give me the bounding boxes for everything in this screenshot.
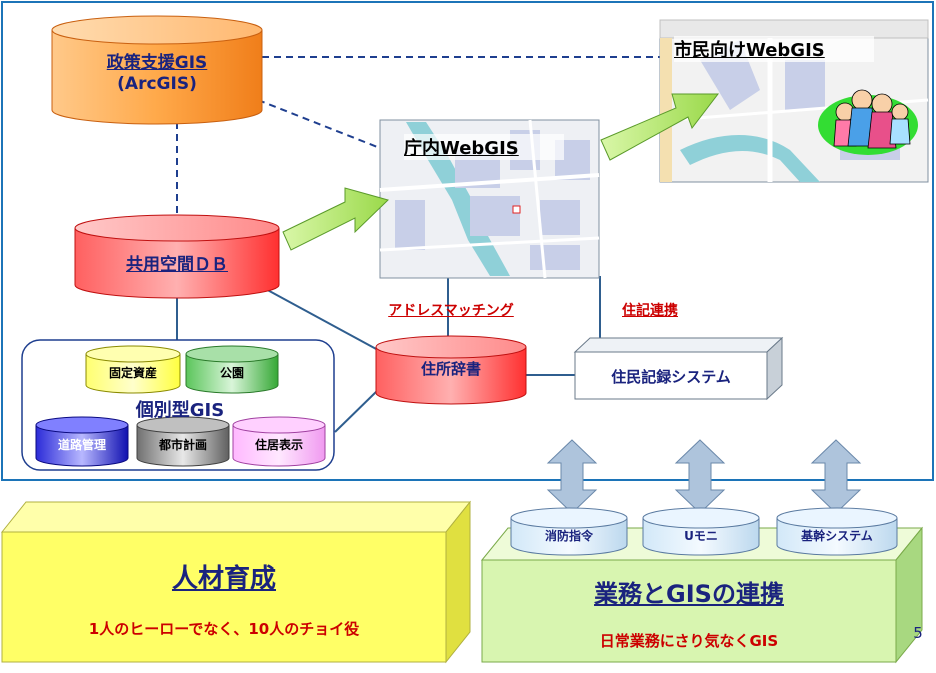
jusho-jisho-cylinder bbox=[375, 335, 527, 405]
jukyo-hyoji-label: 住居表示 bbox=[254, 438, 303, 452]
kyoyo-db-title: 共用空間ＤＢ bbox=[126, 255, 228, 275]
umoni-label: Uモニ bbox=[684, 529, 718, 543]
arrow-to-shimin bbox=[600, 93, 720, 161]
chonai-webgis-title: 庁内WebGIS bbox=[404, 134, 564, 160]
connector-line bbox=[261, 286, 379, 351]
kikan-system-cylinder bbox=[776, 507, 898, 556]
jumin-system-box bbox=[573, 336, 784, 401]
kyoyo-db-cylinder bbox=[74, 214, 280, 299]
connector-line bbox=[334, 389, 379, 433]
jinzai-box bbox=[0, 500, 472, 664]
umoni-cylinder bbox=[642, 507, 760, 556]
toshi-keikaku-label: 都市計画 bbox=[158, 438, 207, 452]
jinzai-subtitle: 1人のヒーローでなく、10人のチョイ役 bbox=[88, 620, 360, 638]
kotei-shisan-label: 固定資産 bbox=[108, 366, 157, 380]
address-matching-label: アドレスマッチング bbox=[388, 303, 514, 319]
gyomu-title: 業務とGISの連携 bbox=[594, 580, 784, 608]
jukyo-hyoji-cylinder bbox=[232, 416, 326, 467]
kikan-system-label: 基幹システム bbox=[801, 529, 873, 543]
page-number: 5 bbox=[913, 624, 923, 642]
kobetsu-gis-title: 個別型GIS bbox=[135, 400, 225, 421]
doro-kanri-cylinder bbox=[35, 416, 129, 467]
seisaku-gis-subtitle: (ArcGIS) bbox=[117, 74, 197, 94]
seisaku-gis-title: 政策支援GIS bbox=[106, 53, 208, 73]
shobo-shirei-cylinder bbox=[510, 507, 628, 556]
kotei-shisan-cylinder bbox=[85, 345, 181, 394]
jumin-system-title: 住民記録システム bbox=[611, 368, 731, 386]
juki-renkei-label: 住記連携 bbox=[622, 303, 678, 319]
seisaku-gis-cylinder bbox=[51, 15, 263, 125]
shobo-shirei-label: 消防指令 bbox=[544, 529, 593, 543]
gyomu-subtitle: 日常業務にさり気なくGIS bbox=[599, 632, 779, 650]
shimin-webgis-title: 市民向けWebGIS bbox=[674, 36, 874, 62]
jusho-jisho-title: 住所辞書 bbox=[420, 360, 481, 378]
family-illustration bbox=[818, 89, 918, 155]
doro-kanri-label: 道路管理 bbox=[57, 438, 106, 452]
arrow-to-chonai bbox=[282, 187, 389, 251]
jinzai-title: 人材育成 bbox=[171, 564, 276, 594]
toshi-keikaku-cylinder bbox=[136, 416, 230, 467]
dashed-connector bbox=[257, 99, 386, 151]
koen-cylinder bbox=[185, 345, 279, 394]
koen-label: 公園 bbox=[219, 366, 244, 380]
